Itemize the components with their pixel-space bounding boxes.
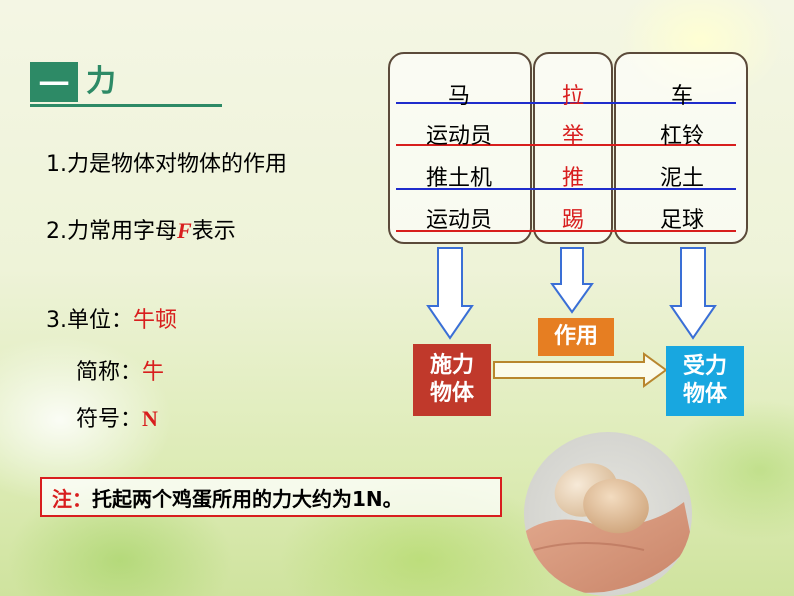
row-line-2 [396,144,736,146]
table-cell-verb: 拉 [561,84,584,109]
point-2-letter: F [177,218,192,243]
unit-label: 3.单位： [46,308,133,333]
table-left-pane [388,52,532,244]
row-line-1 [396,102,736,104]
eggs-illustration [524,463,692,593]
symbol-value: N [142,406,158,431]
eggs-in-hand-photo [524,432,692,596]
table-cell-left: 运动员 [425,124,492,149]
note-box: 注：托起两个鸡蛋所用的力大约为1N。 [40,477,502,517]
applier-box: 施力 物体 [413,344,491,416]
point-1: 1.力是物体对物体的作用 [46,152,287,177]
table-cell-left: 推土机 [425,166,492,191]
table-right-pane [614,52,748,244]
point-2-suffix: 表示 [191,219,236,244]
right-arrow-icon [493,352,668,388]
table-cell-right: 足球 [659,208,704,233]
table-cell-left: 马 [447,84,470,109]
point-3: 3.单位：牛顿 [46,302,177,334]
table-cell-left: 运动员 [425,208,492,233]
section-title: 力 [86,64,116,99]
symbol-row: 符号：N [76,401,158,433]
down-arrow-icon [426,247,474,340]
abbr-row: 简称：牛 [76,354,164,386]
point-2-prefix: 2.力常用字母 [46,219,177,244]
table-cell-verb: 推 [561,166,584,191]
table-middle-pane [533,52,613,244]
table-cell-right: 杠铃 [659,124,704,149]
table-cell-verb: 踢 [561,208,584,233]
section-underline [30,104,222,107]
row-line-4 [396,230,736,232]
row-line-3 [396,188,736,190]
table-cell-verb: 举 [561,124,584,149]
table-cell-right: 车 [670,84,693,109]
abbr-value: 牛 [142,360,165,385]
table-cell-right: 泥土 [659,166,704,191]
down-arrow-icon [550,247,594,314]
action-box: 作用 [538,318,614,356]
unit-value: 牛顿 [133,308,178,333]
note-text: 托起两个鸡蛋所用的力大约为1N。 [92,486,403,511]
point-2: 2.力常用字母F表示 [46,213,236,245]
section-number-block: 一 [30,62,78,103]
symbol-label: 符号： [76,407,143,432]
abbr-label: 简称： [76,360,143,385]
note-prefix: 注： [52,486,92,511]
receiver-box: 受力 物体 [666,346,744,416]
down-arrow-icon [669,247,717,340]
